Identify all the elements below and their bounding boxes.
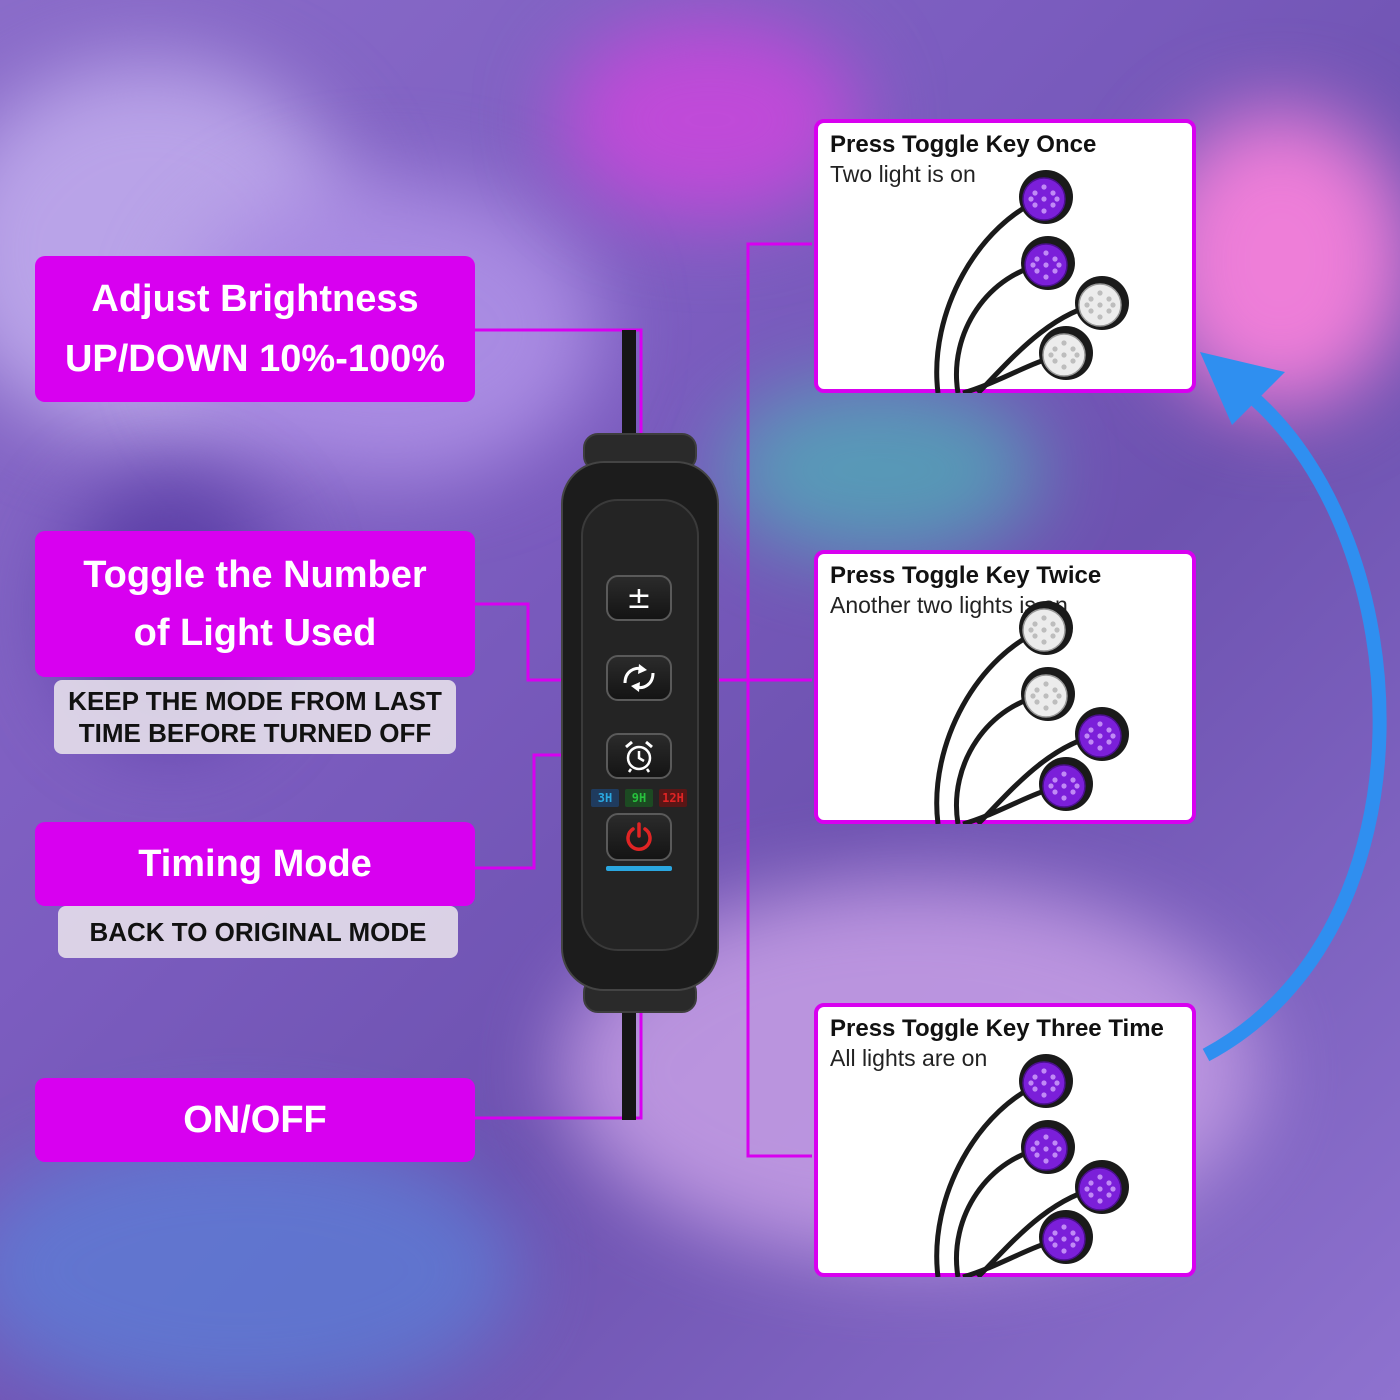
- brightness-callout: Adjust Brightness UP/DOWN 10%-100%: [35, 256, 475, 402]
- led-head-on: [1075, 1160, 1129, 1214]
- gooseneck-stem: [934, 625, 1047, 824]
- led-head-off: [1019, 601, 1073, 655]
- timer-button[interactable]: [606, 733, 672, 779]
- power-icon: [626, 822, 652, 851]
- led-head-off: [1021, 667, 1075, 721]
- led-head-on: [1021, 1120, 1075, 1174]
- cable-top: [622, 330, 636, 440]
- toggle-once-panel: Press Toggle Key Once Two light is on: [814, 119, 1196, 393]
- panel-title: Press Toggle Key Once: [830, 131, 1097, 158]
- toggle-note: KEEP THE MODE FROM LAST TIME BEFORE TURN…: [54, 680, 456, 754]
- led-head-on: [1075, 707, 1129, 761]
- toggle-callout: Toggle the Number of Light Used: [35, 531, 475, 677]
- alarm-clock-icon: [625, 740, 653, 773]
- toggle-twice-panel: Press Toggle Key Twice Another two light…: [814, 550, 1196, 824]
- timer-12h-badge: 12H: [659, 789, 687, 807]
- power-indicator: [606, 866, 672, 871]
- brightness-callout-line2: UP/DOWN 10%-100%: [64, 338, 446, 380]
- timing-callout-label: Timing Mode: [138, 842, 372, 885]
- led-head-on: [1039, 757, 1093, 811]
- toggle-note-line2: TIME BEFORE TURNED OFF: [78, 718, 432, 748]
- cycle-arrow: [1202, 389, 1387, 1062]
- led-head-on: [1019, 1054, 1073, 1108]
- led-head-on: [1021, 236, 1075, 290]
- timer-9h-badge: 9H: [625, 789, 653, 807]
- timing-callout: Timing Mode: [35, 822, 475, 906]
- toggle-three-times-panel: Press Toggle Key Three Time All lights a…: [814, 1003, 1196, 1277]
- brightness-button[interactable]: ±: [606, 575, 672, 621]
- panel-subtitle: All lights are on: [830, 1045, 988, 1071]
- led-head-on: [1039, 1210, 1093, 1264]
- toggle-button[interactable]: [606, 655, 672, 701]
- lamp-illustration: [934, 1054, 1129, 1277]
- gooseneck-stem: [934, 1078, 1047, 1277]
- cycle-arrow-head: [1200, 352, 1285, 425]
- panel-title: Press Toggle Key Twice: [830, 562, 1102, 589]
- bg-blob: [720, 380, 1040, 560]
- bg-blob: [560, 20, 860, 220]
- power-callout-label: ON/OFF: [183, 1098, 327, 1141]
- power-callout: ON/OFF: [35, 1078, 475, 1162]
- timing-note: BACK TO ORIGINAL MODE: [58, 906, 458, 958]
- led-head-off: [1039, 326, 1093, 380]
- brightness-callout-line1: Adjust Brightness: [91, 278, 419, 320]
- panel-subtitle: Two light is on: [830, 161, 976, 187]
- toggle-note-line1: KEEP THE MODE FROM LAST: [68, 686, 442, 716]
- cable-bottom: [622, 1000, 636, 1120]
- toggle-callout-line2: of Light Used: [133, 612, 377, 654]
- bg-blob: [0, 1130, 520, 1400]
- power-button[interactable]: [606, 813, 672, 861]
- led-head-on: [1019, 170, 1073, 224]
- timing-note-label: BACK TO ORIGINAL MODE: [89, 917, 427, 947]
- lamp-illustration: [934, 601, 1129, 824]
- panel-bracket: [746, 242, 812, 1158]
- timer-3h-badge: 3H: [591, 789, 619, 807]
- lamp-illustration: [934, 170, 1129, 393]
- cycle-arrows-icon: [623, 664, 655, 692]
- toggle-callout-line1: Toggle the Number: [83, 554, 427, 596]
- gooseneck-stem: [934, 194, 1047, 393]
- panel-title: Press Toggle Key Three Time: [830, 1015, 1164, 1042]
- led-head-off: [1075, 276, 1129, 330]
- plus-minus-icon: ±: [626, 580, 652, 616]
